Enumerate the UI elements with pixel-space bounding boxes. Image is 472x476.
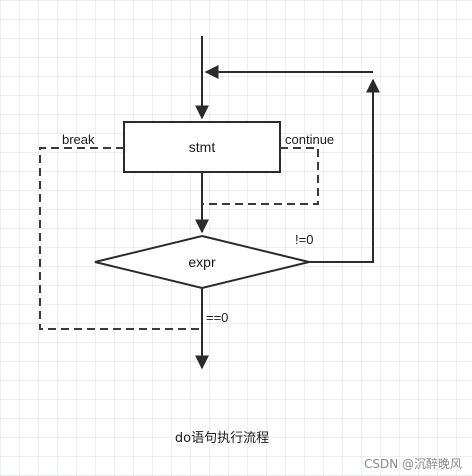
continue-dashed-path [202, 147, 319, 205]
break-label: break [62, 132, 95, 147]
diagram-caption: do语句执行流程 [175, 431, 269, 446]
not-zero-label: !=0 [295, 232, 313, 247]
equals-zero-label: ==0 [206, 310, 228, 325]
expr-label: expr [188, 254, 216, 270]
stmt-label: stmt [189, 139, 216, 155]
continue-label: continue [285, 132, 334, 147]
watermark: CSDN @沉醉晚风 [364, 456, 462, 471]
break-dashed-path [39, 147, 202, 330]
loop-back-path [309, 78, 380, 263]
